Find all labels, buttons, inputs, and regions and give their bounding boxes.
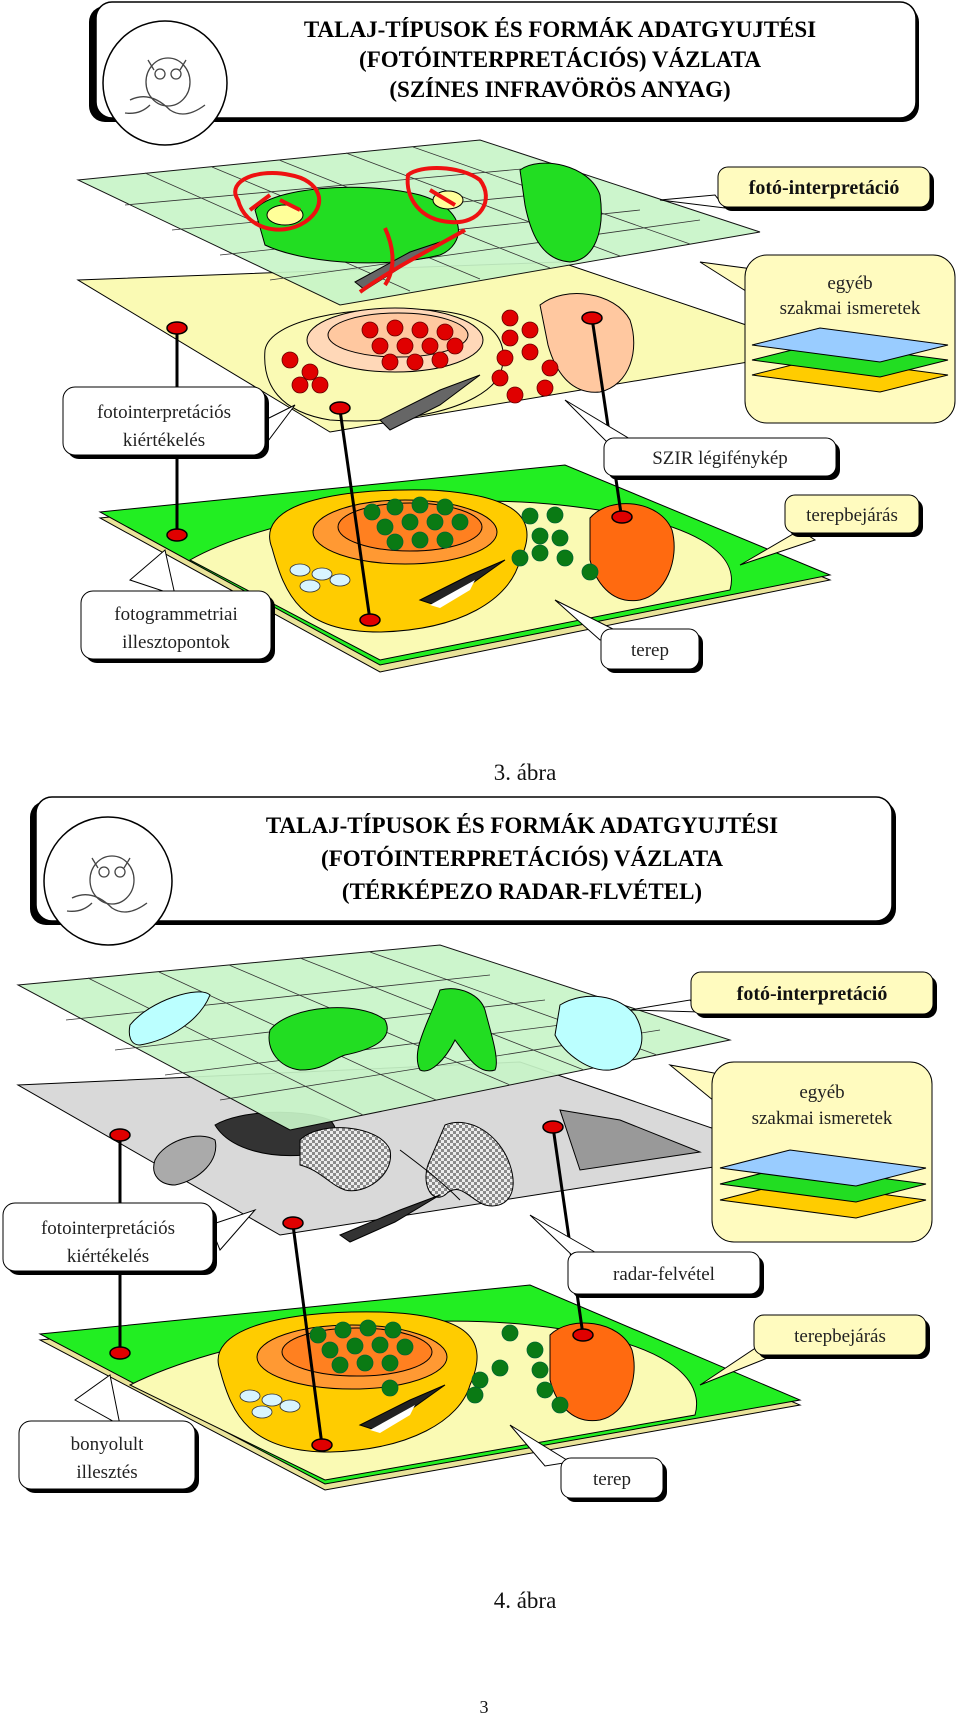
figure-3-red-markers xyxy=(166,311,633,627)
figure-4-grid-layer xyxy=(16,944,732,1131)
figure-3-callout-fotointerp: fotointerpretációs kiértékelés xyxy=(62,386,296,459)
figure-4-callout-image-source: radar-felvétel xyxy=(529,1214,764,1298)
figure-4-callout-fotogramm: bonyolult illesztés xyxy=(18,1374,199,1493)
figure-3-label-terep: terep xyxy=(631,640,669,661)
figure-4-callout-terepbejaras: terepbejárás xyxy=(699,1314,930,1386)
figure-4-tree-dots xyxy=(309,1319,569,1414)
figure-4-callout-egyeb: egyéb szakmai ismeretek xyxy=(668,1061,933,1243)
figure-3-tree-dots xyxy=(363,496,599,581)
figure-4-label-terepbejaras: terepbejárás xyxy=(794,1326,886,1347)
page-number: 3 xyxy=(480,1697,489,1717)
figure-4-label-terep: terep xyxy=(593,1469,631,1490)
figure-3-callout-terep: terep xyxy=(554,599,703,673)
figure-4-label-fotointerp-2: kiértékelés xyxy=(67,1246,149,1267)
figure-3: TALAJ-TÍPUSOK ÉS FORMÁK ADATGYUJTÉSI (FO… xyxy=(62,1,956,785)
figure-3-label-image-source: SZIR légifénykép xyxy=(652,448,788,469)
figure-3-title-line-1: TALAJ-TÍPUSOK ÉS FORMÁK ADATGYUJTÉSI xyxy=(304,17,816,42)
figure-4-title-line-1: TALAJ-TÍPUSOK ÉS FORMÁK ADATGYUJTÉSI xyxy=(266,813,778,838)
figure-4-caption: 4. ábra xyxy=(494,1588,557,1613)
figure-4: TALAJ-TÍPUSOK ÉS FORMÁK ADATGYUJTÉSI (FO… xyxy=(2,796,937,1613)
figure-3-callout-foto-interpretacio: fotó-interpretáció xyxy=(659,166,934,211)
figure-3-callout-egyeb: egyéb szakmai ismeretek xyxy=(699,254,956,424)
cat-mascot-icon xyxy=(124,57,206,115)
figure-4-label-fotointerp-1: fotointerpretációs xyxy=(41,1218,175,1239)
figure-4-label-foto-interpretacio: fotó-interpretáció xyxy=(737,983,888,1005)
figure-3-red-annotations xyxy=(233,166,488,294)
figure-4-callout-fotointerp: fotointerpretációs kiértékelés xyxy=(2,1202,257,1275)
figure-4-callout-foto-interpretacio: fotó-interpretáció xyxy=(629,971,937,1018)
figure-3-callout-fotogramm: fotogrammetriai illesztopontok xyxy=(80,549,275,663)
figure-3-title-line-2: (FOTÓINTERPRETÁCIÓS) VÁZLATA xyxy=(359,46,761,72)
figure-3-red-interp-dots xyxy=(281,309,559,404)
figure-4-label-egyeb-1: egyéb xyxy=(799,1082,844,1103)
figure-3-grid-layer xyxy=(76,139,761,306)
figure-3-label-fotointerp-1: fotointerpretációs xyxy=(97,402,231,423)
figure-3-label-terepbejaras: terepbejárás xyxy=(806,505,898,526)
figure-3-label-egyeb-1: egyéb xyxy=(827,273,872,294)
figure-3-label-fotogramm-2: illesztopontok xyxy=(122,632,230,653)
figure-3-interpretation-layer xyxy=(76,261,821,433)
figure-4-label-fotogramm-2: illesztés xyxy=(76,1462,137,1483)
figure-3-callout-terepbejaras: terepbejárás xyxy=(739,494,923,566)
figure-4-callout-terep: terep xyxy=(509,1424,667,1502)
figure-4-title-line-2: (FOTÓINTERPRETÁCIÓS) VÁZLATA xyxy=(321,845,723,871)
cat-mascot-icon xyxy=(66,855,148,913)
figure-4-title-line-3: (TÉRKÉPEZO RADAR-FLVÉTEL) xyxy=(342,879,702,904)
figure-3-label-foto-interpretacio: fotó-interpretáció xyxy=(749,177,900,199)
figure-4-ground-layer xyxy=(38,1284,802,1491)
figure-4-radar-layer xyxy=(16,1061,791,1243)
figure-3-label-egyeb-2: szakmai ismeretek xyxy=(780,298,921,319)
figure-3-title-line-3: (SZÍNES INFRAVÖRÖS ANYAG) xyxy=(389,77,730,102)
figure-3-label-fotointerp-2: kiértékelés xyxy=(123,430,205,451)
figure-4-red-markers xyxy=(109,1120,594,1452)
figure-3-caption: 3. ábra xyxy=(494,760,557,785)
figure-4-label-egyeb-2: szakmai ismeretek xyxy=(752,1108,893,1129)
figure-3-label-fotogramm-1: fotogrammetriai xyxy=(114,604,237,625)
figure-4-title-box: TALAJ-TÍPUSOK ÉS FORMÁK ADATGYUJTÉSI (FO… xyxy=(30,796,896,946)
figure-4-label-fotogramm-1: bonyolult xyxy=(71,1434,145,1455)
figure-3-title-box: TALAJ-TÍPUSOK ÉS FORMÁK ADATGYUJTÉSI (FO… xyxy=(89,1,919,146)
figure-4-label-image-source: radar-felvétel xyxy=(613,1264,715,1285)
figure-3-callout-image-source: SZIR légifénykép xyxy=(564,399,840,480)
